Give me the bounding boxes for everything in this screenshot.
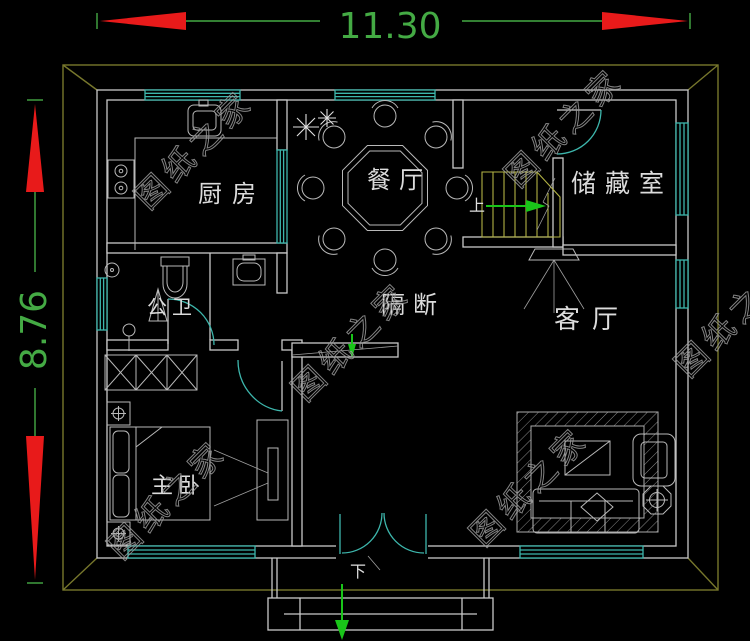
living-east-window-icon	[675, 259, 689, 309]
doors	[167, 109, 602, 554]
stairs-up-label: 上	[469, 196, 485, 215]
sink-icon	[187, 99, 222, 137]
floor-lamp-icon	[642, 485, 672, 515]
bathroom-label: 公卫	[147, 295, 197, 319]
sofa-icon	[532, 488, 640, 534]
dining-window-icon	[334, 89, 436, 101]
bedroom-label: 主卧	[151, 474, 205, 499]
dimension-height-text: 8.76	[14, 290, 55, 370]
partition-screen	[291, 334, 399, 358]
bed-icon	[109, 426, 211, 521]
storage-label: 储藏室	[571, 169, 673, 198]
dimension-top: 11.30	[96, 6, 691, 47]
bedroom-window-icon	[127, 545, 256, 559]
kitchen-label: 厨房	[198, 180, 266, 208]
wardrobe-icon	[104, 354, 198, 391]
kitchen-sliding-door-icon	[276, 149, 288, 244]
toilet-icon	[160, 256, 190, 299]
stairs-direction-arrow-icon	[526, 200, 546, 212]
living-south-window-icon	[519, 545, 644, 559]
storage-door-icon	[556, 109, 602, 155]
slope-arrow-icon	[148, 287, 168, 322]
dimension-width-text: 11.30	[338, 6, 441, 47]
dresser-icon	[213, 419, 289, 521]
bedroom-door-icon	[237, 359, 283, 412]
bathroom-fixtures	[104, 254, 266, 351]
partition-label: 隔断	[381, 291, 445, 319]
dining-label: 餐厅	[367, 166, 431, 194]
shower-head-icon	[104, 262, 120, 278]
watermark-text: 图纸之家	[284, 274, 418, 408]
windows	[96, 89, 689, 559]
living-room-furniture	[516, 248, 676, 534]
bedroom-furniture	[104, 354, 289, 546]
dimension-arrow-down-icon	[26, 436, 44, 580]
entry-down-label: 下	[350, 562, 366, 581]
dimension-arrow-right-icon	[602, 12, 688, 30]
nightstand-icon	[106, 401, 131, 426]
carpet-icon	[516, 411, 659, 533]
dimension-arrow-up-icon	[26, 104, 44, 192]
entry-double-door-icon	[339, 512, 427, 554]
dimension-arrow-left-icon	[100, 12, 186, 30]
nightstand-icon	[106, 521, 131, 546]
room-labels: 厨房 餐厅 储藏室 客厅 公卫 隔断 主卧	[147, 166, 673, 499]
storage-window-icon	[675, 122, 689, 216]
entry-direction-arrow-icon	[335, 620, 349, 640]
stove-icon	[107, 159, 135, 199]
light-star-icon	[293, 109, 336, 140]
living-label: 客厅	[554, 305, 630, 335]
kitchen-window-icon	[144, 89, 241, 101]
coffee-table-icon	[564, 440, 611, 476]
floor-drain-icon	[122, 323, 136, 351]
dining-set-icon	[296, 99, 474, 277]
bathroom-door-icon	[167, 298, 215, 346]
wash-basin-icon	[232, 254, 266, 286]
tv-icon	[523, 248, 585, 313]
kitchen-fixtures	[107, 99, 277, 250]
dimension-left: 8.76	[14, 99, 55, 584]
staircase: 上	[469, 171, 561, 238]
entry-porch: 下	[267, 555, 494, 640]
eave-outline	[62, 64, 719, 591]
bathroom-window-icon	[96, 277, 108, 331]
